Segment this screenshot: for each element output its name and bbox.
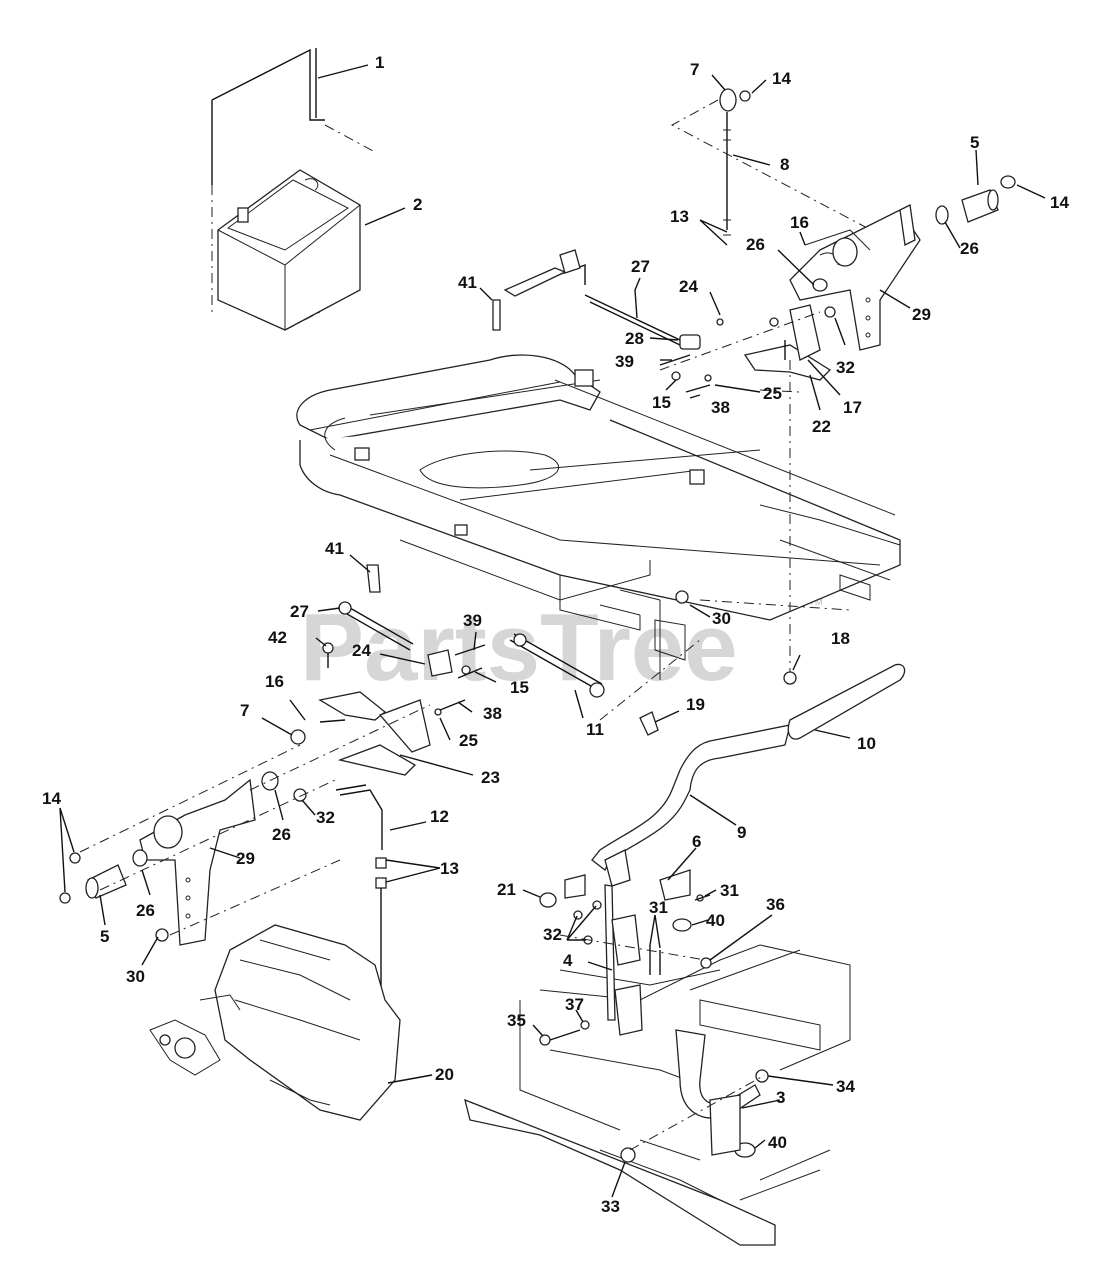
callout-36: 36: [766, 895, 785, 914]
callout-16: 16: [790, 213, 809, 232]
callout-13: 13: [670, 207, 689, 226]
callout-26: 26: [272, 825, 291, 844]
callout-38: 38: [483, 704, 502, 723]
control-rod-and-transmission: [149, 784, 401, 1121]
callout-6: 6: [692, 832, 701, 851]
callout-18: 18: [831, 629, 850, 648]
nut-18: [783, 671, 797, 685]
main-frame: [296, 354, 901, 680]
callout-31: 31: [649, 898, 668, 917]
callout-24: 24: [352, 641, 371, 660]
callout-8: 8: [780, 155, 789, 174]
clip-19: [639, 711, 659, 736]
nut-30: [675, 590, 689, 604]
callout-27: 27: [631, 257, 650, 276]
callout-4: 4: [563, 951, 573, 970]
callout-39: 39: [463, 611, 482, 630]
leader-lines: [59, 64, 1046, 1198]
callout-19: 19: [686, 695, 705, 714]
callout-40: 40: [706, 911, 725, 930]
callout-5: 5: [100, 927, 109, 946]
callout-34: 34: [836, 1077, 855, 1096]
callout-26: 26: [746, 235, 765, 254]
callout-29: 29: [236, 849, 255, 868]
callout-2: 2: [413, 195, 422, 214]
lower-frame-assembly: [464, 849, 851, 1246]
callout-14: 14: [1050, 193, 1069, 212]
callout-21: 21: [497, 880, 516, 899]
callout-30: 30: [712, 609, 731, 628]
callout-11: 11: [586, 720, 604, 739]
callout-1: 1: [375, 53, 384, 72]
callout-41: 41: [325, 539, 344, 558]
callout-30: 30: [126, 967, 145, 986]
callout-41: 41: [458, 273, 477, 292]
battery-hold-down-rod: [211, 48, 376, 185]
callout-32: 32: [543, 925, 562, 944]
callout-14: 14: [42, 789, 61, 808]
callout-26: 26: [960, 239, 979, 258]
callout-37: 37: [565, 995, 584, 1014]
callout-9: 9: [737, 823, 746, 842]
callout-22: 22: [812, 417, 831, 436]
callout-7: 7: [690, 60, 699, 79]
callout-25: 25: [763, 384, 782, 403]
callout-7: 7: [240, 701, 249, 720]
callout-5: 5: [970, 133, 979, 152]
callout-13: 13: [440, 859, 459, 878]
callout-3: 3: [776, 1088, 785, 1107]
callout-33: 33: [601, 1197, 620, 1216]
callout-24: 24: [679, 277, 698, 296]
callout-28: 28: [625, 329, 644, 348]
callout-12: 12: [430, 807, 449, 826]
battery: [211, 169, 361, 331]
callout-42: 42: [268, 628, 287, 647]
callout-17: 17: [843, 398, 862, 417]
watermark: PartsTree: [300, 594, 738, 701]
callout-39: 39: [615, 352, 634, 371]
upper-linkage-assembly: [492, 88, 1016, 680]
callout-32: 32: [316, 808, 335, 827]
callout-32: 32: [836, 358, 855, 377]
callout-15: 15: [652, 393, 671, 412]
callout-16: 16: [265, 672, 284, 691]
callout-27: 27: [290, 602, 309, 621]
callout-15: 15: [510, 678, 529, 697]
callout-29: 29: [912, 305, 931, 324]
callout-23: 23: [481, 768, 500, 787]
callout-labels: 1 2 7 14 8 5 14 13 16 26 26 29 41 27 24 …: [42, 53, 1069, 1216]
callout-25: 25: [459, 731, 478, 750]
lower-left-linkage-assembly: [59, 564, 605, 946]
callout-40: 40: [768, 1133, 787, 1152]
callout-38: 38: [711, 398, 730, 417]
callout-31: 31: [720, 881, 739, 900]
callout-20: 20: [435, 1065, 454, 1084]
callout-26: 26: [136, 901, 155, 920]
callout-10: 10: [857, 734, 876, 753]
callout-14: 14: [772, 69, 791, 88]
callout-35: 35: [507, 1011, 526, 1030]
